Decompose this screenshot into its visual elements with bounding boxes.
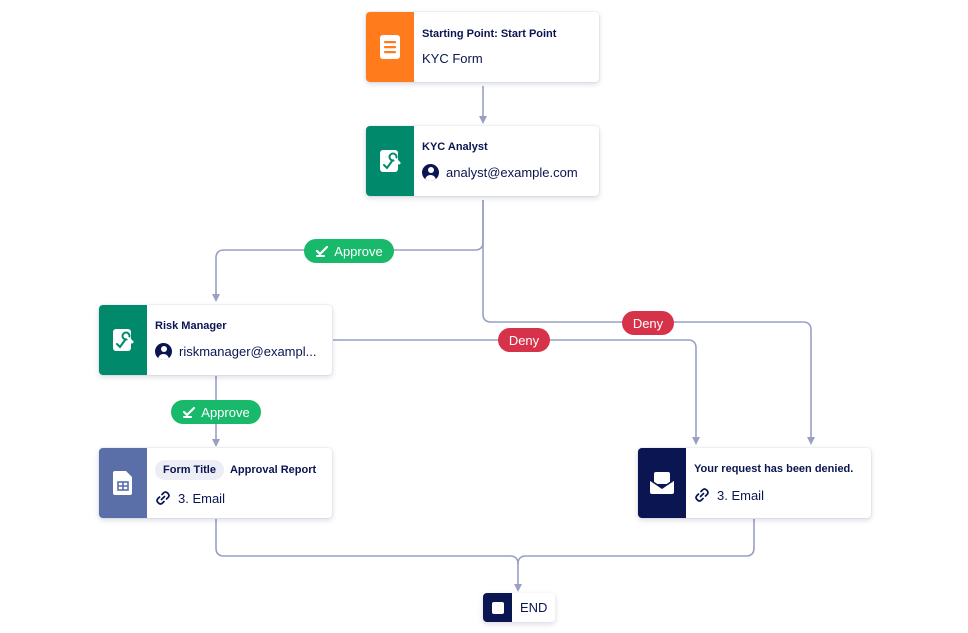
kyc-analyst-assignee: analyst@example.com	[446, 165, 578, 180]
deny-edge-label-risk[interactable]: Deny	[498, 328, 550, 352]
denied-email-title: Your request has been denied.	[694, 463, 854, 475]
start-point-node[interactable]: Starting Point: Start Point KYC Form	[366, 12, 599, 82]
deny-edge-label-kyc[interactable]: Deny	[622, 311, 674, 335]
deny-label: Deny	[508, 332, 540, 348]
approval-report-node[interactable]: Form Title Approval Report 3. Email	[99, 448, 332, 518]
approval-report-icon-bar	[99, 448, 147, 518]
end-label: END	[520, 600, 548, 615]
report-spreadsheet-icon	[113, 471, 132, 495]
connector-denied-to-end	[517, 519, 755, 565]
user-avatar-icon	[155, 343, 172, 360]
kyc-analyst-title: KYC Analyst	[422, 141, 488, 153]
approval-report-link: 3. Email	[178, 490, 225, 506]
approve-edge-label-kyc[interactable]: Approve	[304, 239, 394, 263]
connector-risk-deny	[333, 339, 700, 445]
end-node[interactable]: END	[483, 593, 555, 622]
approve-stamp-icon	[183, 406, 196, 418]
approve-label: Approve	[201, 404, 250, 420]
start-point-form-name: KYC Form	[422, 51, 483, 66]
risk-manager-assignee: riskmanager@exampl...	[179, 344, 317, 359]
approve-label: Approve	[334, 243, 383, 259]
user-avatar-icon	[422, 164, 439, 181]
kyc-analyst-icon-bar	[366, 126, 414, 196]
denied-email-node[interactable]: Your request has been denied. 3. Email	[638, 448, 871, 518]
risk-manager-icon-bar	[99, 305, 147, 375]
stop-square-icon	[483, 593, 512, 622]
approval-report-title: Approval Report	[229, 464, 317, 476]
deny-label: Deny	[632, 315, 664, 331]
link-icon	[156, 491, 170, 505]
denied-email-icon-bar	[638, 448, 686, 518]
email-envelope-icon	[649, 472, 675, 494]
risk-manager-node[interactable]: Risk Manager riskmanager@exampl...	[99, 305, 332, 375]
form-document-icon	[380, 35, 400, 59]
start-point-title: Starting Point: Start Point	[422, 28, 557, 40]
denied-email-link: 3. Email	[717, 487, 764, 503]
start-point-icon-bar	[366, 12, 414, 82]
approve-edge-label-risk[interactable]: Approve	[171, 400, 261, 424]
kyc-analyst-node[interactable]: KYC Analyst analyst@example.com	[366, 126, 599, 196]
form-title-tag: Form Title	[155, 460, 224, 480]
approval-clipboard-icon	[113, 329, 134, 351]
approval-clipboard-icon	[380, 150, 401, 172]
approve-stamp-icon	[316, 245, 329, 257]
link-icon	[695, 488, 709, 502]
connector-report-to-end	[215, 519, 522, 592]
risk-manager-title: Risk Manager	[155, 320, 227, 332]
